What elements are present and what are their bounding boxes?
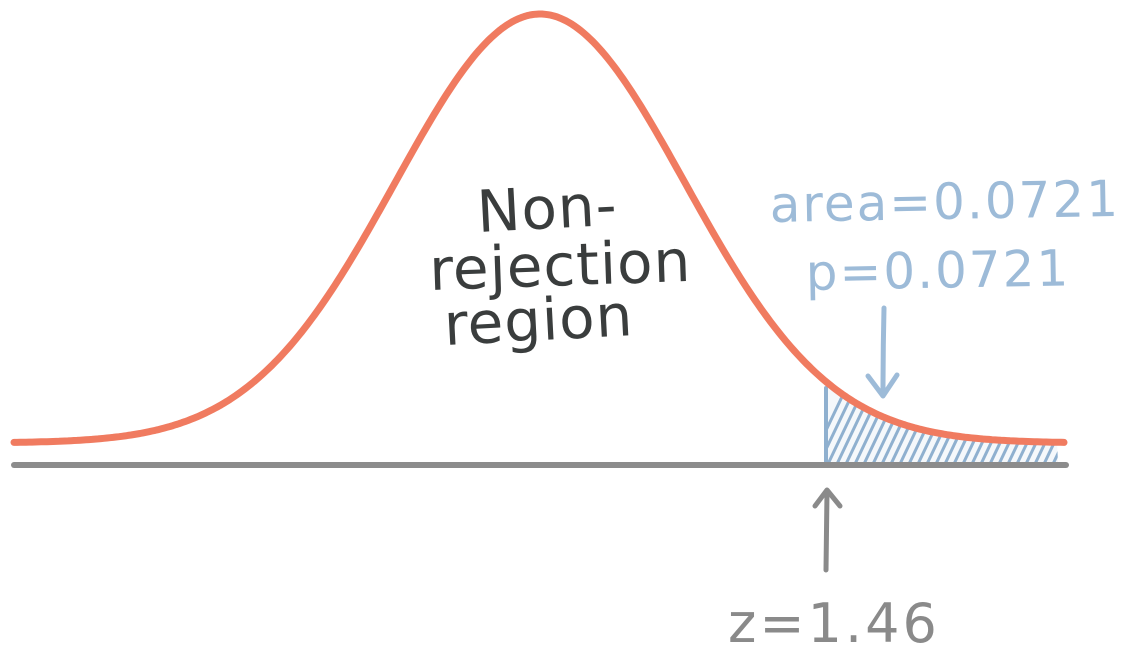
hatch-stroke (1071, 380, 1111, 464)
region-label-line1: Non- (475, 171, 619, 246)
hatch-stroke (1042, 381, 1058, 462)
up-arrow-icon (812, 487, 843, 573)
hatch-stroke (1051, 381, 1058, 462)
tail-area-annotation: area=0.0721 p=0.0721 (769, 170, 1121, 399)
region-label-line3: region (442, 281, 635, 359)
tail-shaded-region (824, 380, 1111, 464)
critical-value-annotation: z=1.46 (728, 487, 940, 654)
hatch-stroke (1062, 380, 1102, 464)
down-arrow-icon (865, 305, 900, 399)
p-value-label: p=0.0721 (805, 239, 1071, 302)
region-label-line2: rejection (428, 227, 692, 304)
z-value-label: z=1.46 (728, 592, 940, 654)
area-label: area=0.0721 (769, 170, 1120, 234)
non-rejection-region-label: Non- rejection region (428, 171, 692, 359)
bell-curve (10, 10, 1068, 446)
